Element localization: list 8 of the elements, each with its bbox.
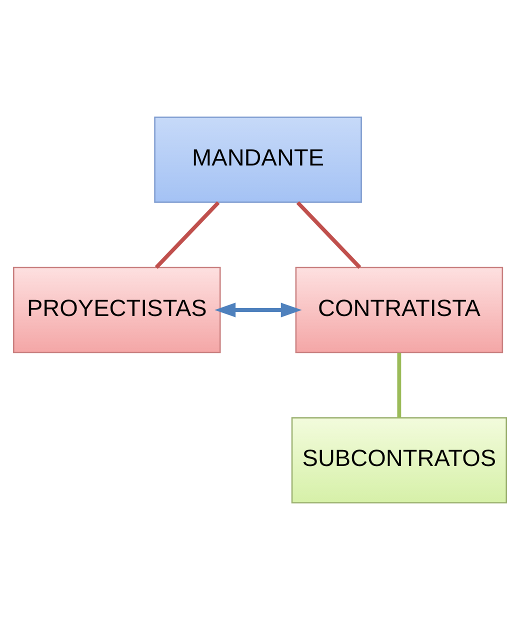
connector [154, 201, 220, 269]
connector [296, 201, 362, 269]
arrow [214, 302, 302, 318]
node-box: MANDANTE [154, 116, 362, 203]
node-box: SUBCONTRATOS [291, 417, 507, 504]
connector [397, 352, 402, 418]
node-box: PROYECTISTAS [13, 266, 221, 354]
node-box: CONTRATISTA [295, 266, 504, 354]
